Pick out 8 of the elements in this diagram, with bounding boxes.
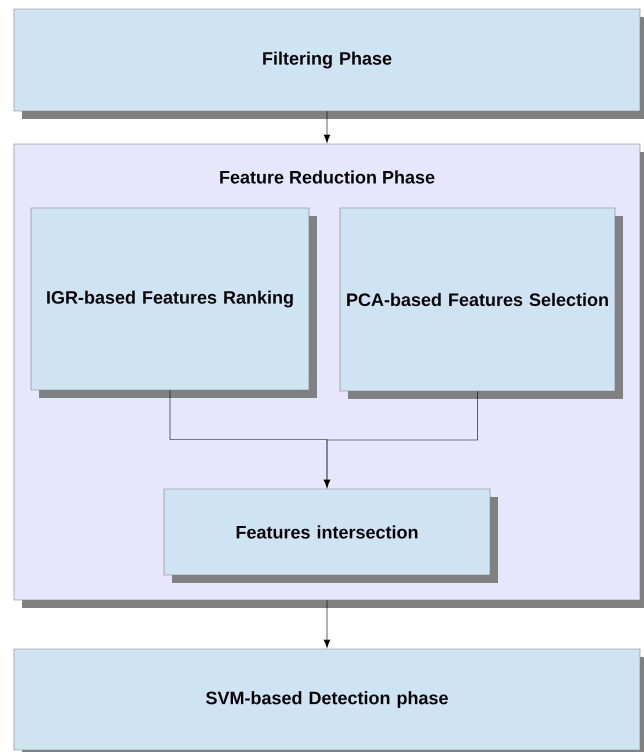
arrow bbox=[324, 600, 330, 648]
process-box: Features intersection bbox=[164, 488, 498, 583]
process-box: PCA-based Features Selection bbox=[340, 208, 623, 399]
arrow bbox=[324, 391, 478, 488]
process-box: SVM-based Detection phase bbox=[14, 648, 644, 752]
arrow bbox=[324, 111, 330, 143]
process-box: Filtering Phase bbox=[14, 8, 644, 119]
process-box: IGR-based Features Ranking bbox=[30, 208, 317, 398]
